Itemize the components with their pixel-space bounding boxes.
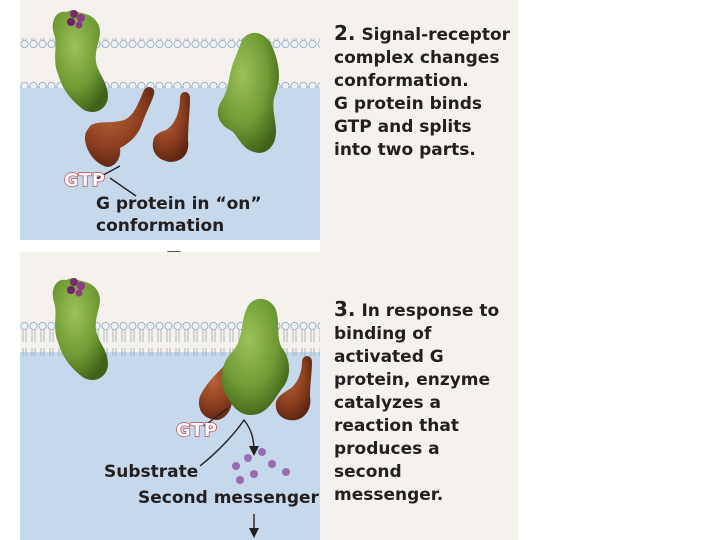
- bottom-panel: [20, 252, 320, 540]
- gtp-label-bottom: GTP: [175, 419, 218, 441]
- top-enzyme: [217, 32, 279, 153]
- text-column-panel: [320, 0, 518, 540]
- step-3-number: 3.: [334, 297, 356, 321]
- second-messenger-molecules: [232, 448, 290, 484]
- step-3-description: 3. In response to binding of activated G…: [334, 298, 499, 507]
- bottom-ligand: [67, 278, 85, 297]
- top-receptor: [52, 10, 108, 113]
- step-3-text: In response to binding of activated G pr…: [334, 301, 500, 505]
- step-2-number: 2.: [334, 21, 356, 45]
- step-2-text: Signal-receptor complex changes conforma…: [334, 25, 511, 160]
- second-messenger-label: Second messenger: [138, 488, 319, 508]
- bottom-enzyme: [221, 298, 290, 416]
- bottom-g-protein-beta: [275, 356, 312, 421]
- top-ligand: [67, 10, 85, 29]
- gtp-label-top: GTP: [63, 169, 106, 191]
- top-g-protein-alpha: [84, 87, 155, 167]
- bottom-receptor: [52, 278, 108, 381]
- top-g-protein-beta: [152, 92, 190, 162]
- g-protein-label: G protein in “on” conformation: [96, 194, 262, 236]
- step-2-description: 2. Signal-receptor complex changes confo…: [334, 22, 510, 162]
- substrate-label: Substrate: [104, 462, 199, 482]
- substrate-arrow: [199, 418, 255, 467]
- top-panel: [20, 0, 320, 240]
